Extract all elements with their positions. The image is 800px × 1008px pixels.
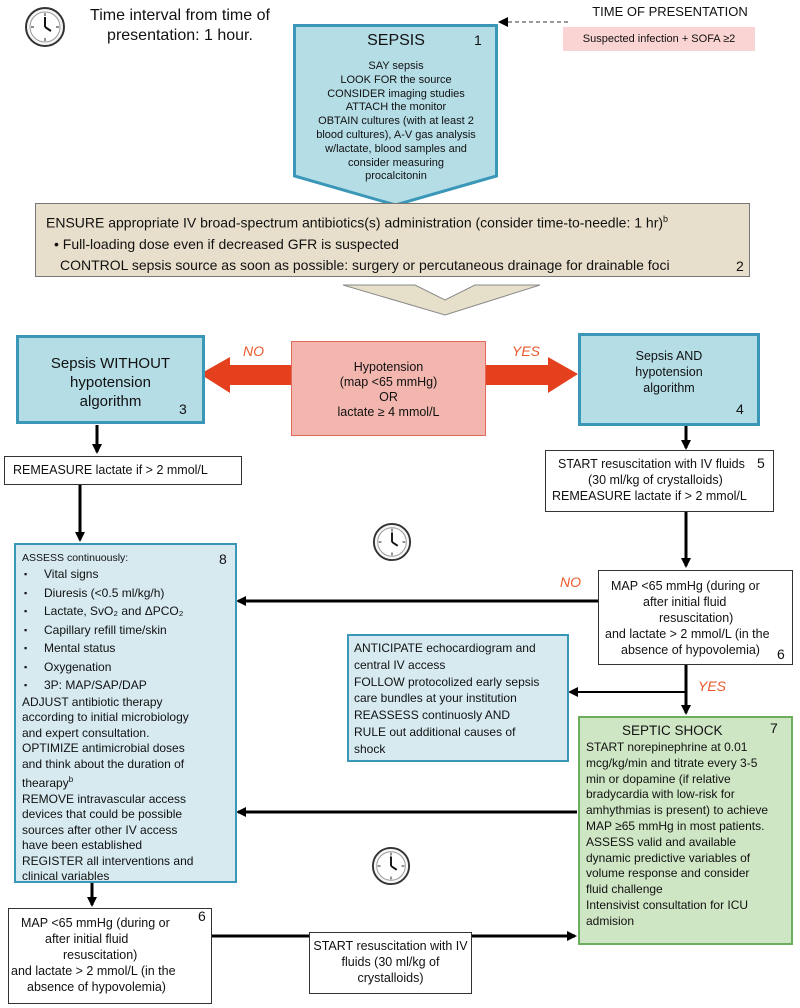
sepsis-line: blood cultures), A-V gas analysis — [316, 128, 476, 141]
box4-line: Sepsis AND — [635, 349, 703, 363]
clock-icon — [24, 6, 66, 48]
step-number: 3 — [179, 401, 187, 417]
remeasure-lactate-box: REMEASURE lactate if > 2 mmol/L — [4, 456, 242, 485]
sepsis-line: consider measuring — [348, 156, 444, 169]
hypotension-line: Hypotension — [353, 360, 424, 374]
clock-icon — [372, 522, 412, 562]
map-line: after initial fluid — [643, 595, 727, 609]
list-item: Lactate, SvO₂ and ΔPCO₂ — [22, 602, 229, 621]
no-label: NO — [243, 343, 264, 359]
map-assessment-box-bottom: MAP <65 mmHg (during or after initial fl… — [8, 908, 212, 1004]
step-number: 5 — [757, 455, 765, 471]
assess-list: Vital signs Diuresis (<0.5 ml/kg/h) Lact… — [22, 565, 229, 695]
start-resuscitation-box: START resuscitation with IV fluids (30 m… — [545, 450, 774, 512]
map-line: absence of hypovolemia) — [621, 643, 760, 657]
anticipate-box: ANTICIPATE echocardiogram and central IV… — [347, 634, 569, 762]
sepsis-line: LOOK FOR the source — [340, 73, 452, 86]
yes-label: YES — [512, 343, 541, 359]
sepsis-box: SEPSIS SAY sepsis LOOK FOR the source CO… — [300, 30, 492, 184]
hypotension-box: Hypotension (map <65 mmHg) OR lactate ≥ … — [291, 341, 486, 436]
hypotension-line: OR — [379, 390, 398, 404]
list-item: 3P: MAP/SAP/DAP — [22, 676, 229, 695]
box5-line: REMEASURE lactate if > 2 mmol/L — [552, 489, 747, 503]
box5-line: START resuscitation with IV fluids — [558, 457, 745, 471]
step-number: 6 — [777, 646, 785, 662]
hypotension-line: (map <65 mmHg) — [339, 375, 438, 389]
no-label: NO — [560, 574, 581, 590]
list-item: Mental status — [22, 639, 229, 658]
step-number: 7 — [770, 720, 778, 736]
map-line: and lactate > 2 mmol/L (in the — [605, 627, 770, 641]
suspected-infection-badge: Suspected infection + SOFA ≥2 — [563, 27, 755, 51]
loading-dose-line: • Full-loading dose even if decreased GF… — [54, 235, 399, 252]
list-item: Oxygenation — [22, 658, 229, 677]
box3-line: algorithm — [79, 393, 142, 410]
source-control-line: CONTROL sepsis source as soon as possibl… — [60, 256, 670, 273]
antibiotics-box: ENSURE appropriate IV broad-spectrum ant… — [35, 203, 750, 277]
adjust-paragraph: ADJUST antibiotic therapy according to i… — [22, 694, 194, 884]
sepsis-box-shape — [293, 24, 498, 207]
time-interval-text: Time interval from time of presentation:… — [90, 7, 270, 44]
septic-shock-box: SEPTIC SHOCK START norepinephrine at 0.0… — [578, 716, 793, 945]
chevron-down-icon — [342, 284, 541, 316]
box3-line: hypotension — [70, 374, 151, 391]
box3-line: Sepsis WITHOUT — [50, 355, 171, 372]
sepsis-line: w/lactate, blood samples and — [325, 142, 467, 155]
sepsis-line: CONSIDER imaging studies — [327, 87, 465, 100]
box4-line: algorithm — [643, 381, 695, 395]
sepsis-line: procalcitonin — [365, 170, 427, 183]
sepsis-title: SEPSIS — [367, 32, 425, 49]
assess-header: ASSESS continuously: — [22, 552, 129, 564]
list-item: Capillary refill time/skin — [22, 621, 229, 640]
map-line: resuscitation) — [659, 611, 734, 625]
sepsis-line: ATTACH the monitor — [345, 101, 447, 114]
sepsis-line: SAY sepsis — [368, 60, 424, 72]
box4-line: hypotension — [635, 365, 703, 379]
hypotension-line: lactate ≥ 4 mmol/L — [337, 405, 440, 419]
box5-line: (30 ml/kg of crystalloids) — [588, 473, 723, 487]
clock-icon — [371, 846, 411, 886]
map-assessment-box: MAP <65 mmHg (during or after initial fl… — [598, 570, 793, 665]
step-number: 6 — [198, 908, 206, 924]
sepsis-and-hypotension-box: Sepsis AND hypotension algorithm — [578, 333, 760, 426]
antibiotics-line: ENSURE appropriate IV broad-spectrum ant… — [46, 214, 669, 231]
step-number: 8 — [219, 551, 227, 567]
septic-shock-title: SEPTIC SHOCK — [622, 723, 723, 738]
assess-continuously-box: ASSESS continuously: Vital signs Diuresi… — [14, 543, 237, 883]
map-line: MAP <65 mmHg (during or — [611, 579, 760, 593]
step-number: 4 — [736, 401, 744, 417]
step-number: 2 — [736, 258, 744, 274]
step-number: 1 — [474, 32, 482, 48]
time-of-presentation-label: TIME OF PRESENTATION — [592, 4, 748, 19]
red-arrows — [200, 357, 578, 393]
sepsis-without-hypotension-box: Sepsis WITHOUT hypotension algorithm — [16, 335, 205, 424]
list-item: Diuresis (<0.5 ml/kg/h) — [22, 584, 229, 603]
list-item: Vital signs — [22, 565, 229, 584]
start-resuscitation-bottom-box: START resuscitation with IV fluids (30 m… — [309, 932, 472, 994]
sepsis-line: OBTAIN cultures (with at least 2 — [318, 115, 474, 128]
yes-label: YES — [698, 678, 727, 694]
